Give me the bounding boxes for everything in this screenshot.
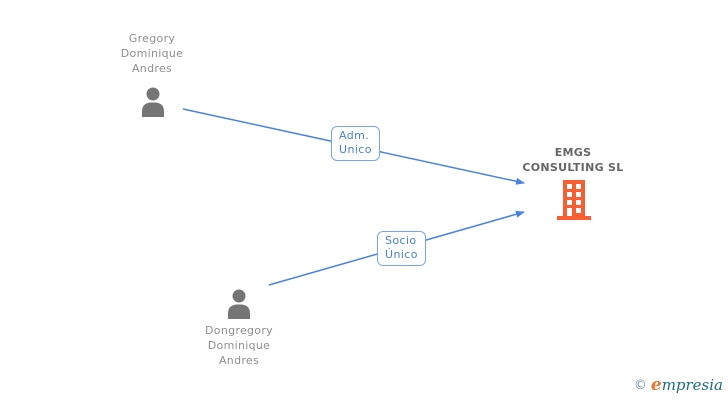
relation-label-adm-unico: Adm. Unico [331, 126, 380, 161]
relation-label-socio-unico: Socio Único [377, 231, 426, 266]
person-node-gregory[interactable]: Gregory Dominique Andres [112, 31, 192, 76]
person-node-dongregory[interactable]: Dongregory Dominique Andres [199, 323, 279, 368]
brand-letter-e: e [650, 375, 662, 395]
company-name: EMGS CONSULTING SL [522, 146, 624, 174]
person-icon[interactable] [225, 289, 253, 319]
copyright-icon: © [633, 378, 647, 393]
brand-name-rest: mpresia [661, 376, 723, 394]
person-name: Gregory Dominique Andres [120, 32, 184, 75]
company-node-emgs[interactable]: EMGS CONSULTING SL [521, 145, 625, 175]
person-icon[interactable] [139, 87, 167, 117]
building-icon[interactable] [556, 180, 592, 220]
empresia-watermark[interactable]: ©empresia [634, 375, 723, 395]
person-name: Dongregory Dominique Andres [205, 324, 273, 367]
